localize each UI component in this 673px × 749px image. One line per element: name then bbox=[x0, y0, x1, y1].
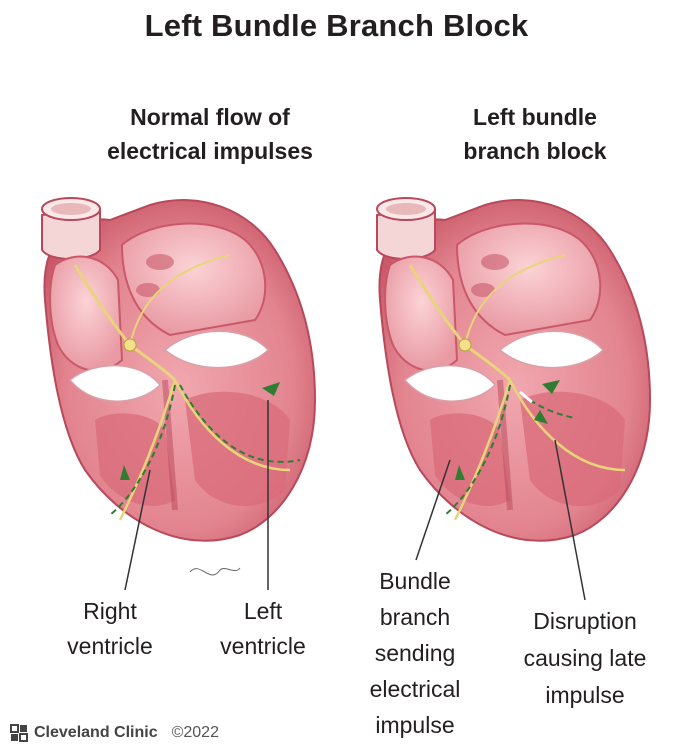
copyright: ©2022 bbox=[172, 724, 219, 742]
artist-signature bbox=[190, 568, 240, 575]
footer: Cleveland Clinic ©2022 bbox=[10, 724, 219, 742]
heart-lbbb bbox=[377, 198, 650, 541]
label-left-ventricle: Left ventricle bbox=[198, 594, 328, 664]
label-disruption: Disruption causing late impulse bbox=[500, 603, 670, 714]
cleveland-clinic-logo-icon bbox=[10, 724, 28, 742]
label-bundle-branch: Bundle branch sending electrical impulse bbox=[350, 563, 480, 743]
heart-normal bbox=[42, 198, 315, 541]
label-right-ventricle: Right ventricle bbox=[45, 594, 175, 664]
brand-name: Cleveland Clinic bbox=[34, 724, 158, 742]
